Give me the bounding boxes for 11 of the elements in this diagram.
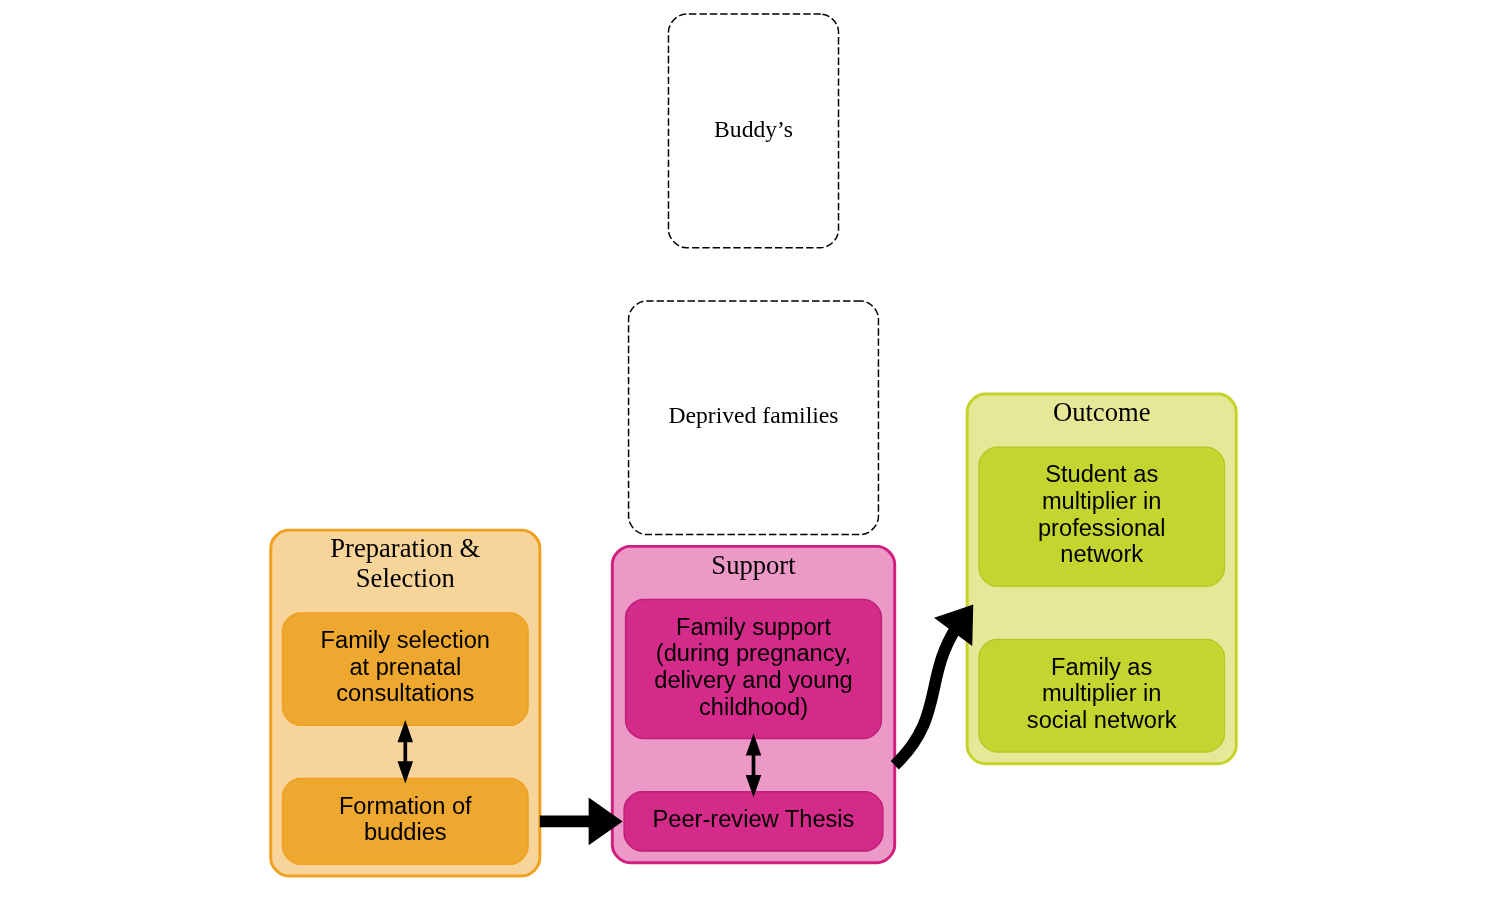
- node-box: Student as multiplier in professional network: [978, 446, 1226, 588]
- node-box: Family as multiplier in social network: [978, 638, 1226, 753]
- node-box: Deprived families: [627, 300, 880, 536]
- node-box: Family selection at prenatal consultations: [281, 612, 529, 726]
- node-box: Buddy’s: [667, 13, 840, 249]
- arrow: [745, 733, 762, 798]
- node-box: Family support (during pregnancy, delivery and young childhood): [624, 598, 883, 740]
- arrow: [890, 604, 974, 770]
- arrow: [397, 720, 414, 784]
- node-box: Formation of buddies: [281, 777, 529, 865]
- node-box: Peer-review Thesis: [623, 791, 884, 852]
